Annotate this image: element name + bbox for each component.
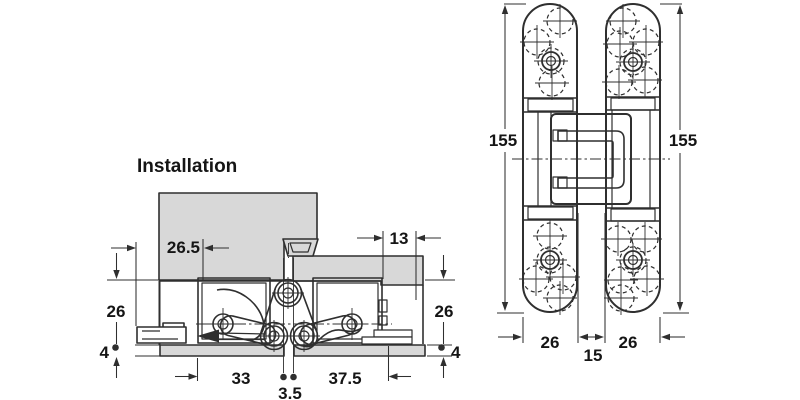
dim-door-side-length: 33 bbox=[232, 369, 251, 388]
hinge-front-view: 155 155 26 15 26 bbox=[489, 3, 697, 365]
drill-hole bbox=[630, 262, 664, 296]
dim-leaf-width-left: 26 bbox=[541, 333, 560, 352]
drill-hole bbox=[629, 25, 663, 59]
drill-hole bbox=[543, 281, 577, 315]
installation-drawing: Installation bbox=[100, 156, 461, 400]
dim-mortise-inset: 26.5 bbox=[167, 238, 200, 257]
drill-hole bbox=[520, 25, 554, 59]
hinge-leaf-right bbox=[605, 3, 661, 313]
door-side-latch bbox=[136, 322, 267, 344]
dim-frame-gap: 4 bbox=[451, 343, 461, 362]
screw bbox=[534, 44, 568, 78]
front-view-dimensions: 155 155 26 15 26 bbox=[489, 3, 697, 365]
bottom-band-right bbox=[293, 344, 426, 357]
pivot-cover-cap bbox=[282, 238, 319, 257]
dim-door-gap: 4 bbox=[100, 343, 110, 362]
drill-hole bbox=[628, 63, 662, 97]
drill-hole bbox=[628, 222, 662, 256]
dim-axis-offset: 3.5 bbox=[278, 384, 302, 400]
drill-hole bbox=[606, 4, 640, 38]
frame-side-foot bbox=[361, 329, 413, 345]
drill-hole bbox=[604, 281, 638, 315]
bottom-band-left bbox=[159, 344, 285, 357]
dim-frame-depth: 26 bbox=[435, 302, 454, 321]
screw bbox=[616, 243, 650, 277]
drill-hole bbox=[535, 66, 569, 100]
dim-frame-overlay: 13 bbox=[390, 229, 409, 248]
hinge-linkage-mechanism bbox=[196, 243, 392, 373]
drill-hole bbox=[519, 262, 553, 296]
drill-hole bbox=[546, 260, 580, 294]
dim-height-right: 155 bbox=[669, 131, 697, 150]
drill-hole bbox=[603, 27, 637, 61]
dim-door-depth: 26 bbox=[107, 302, 126, 321]
screw-hole-pattern bbox=[519, 4, 664, 315]
hinge-knuckle-link bbox=[512, 113, 670, 205]
screw bbox=[533, 243, 567, 277]
screw bbox=[616, 45, 650, 79]
drill-hole bbox=[543, 4, 577, 38]
pivot-points bbox=[207, 277, 368, 352]
dim-frame-side-length: 37.5 bbox=[328, 369, 361, 388]
installation-dimensions: 26.5 13 26 4 bbox=[100, 229, 461, 400]
installation-title: Installation bbox=[137, 156, 237, 177]
dim-center-gap: 15 bbox=[584, 346, 603, 365]
dim-height-left: 155 bbox=[489, 131, 517, 150]
dim-leaf-width-right: 26 bbox=[619, 333, 638, 352]
